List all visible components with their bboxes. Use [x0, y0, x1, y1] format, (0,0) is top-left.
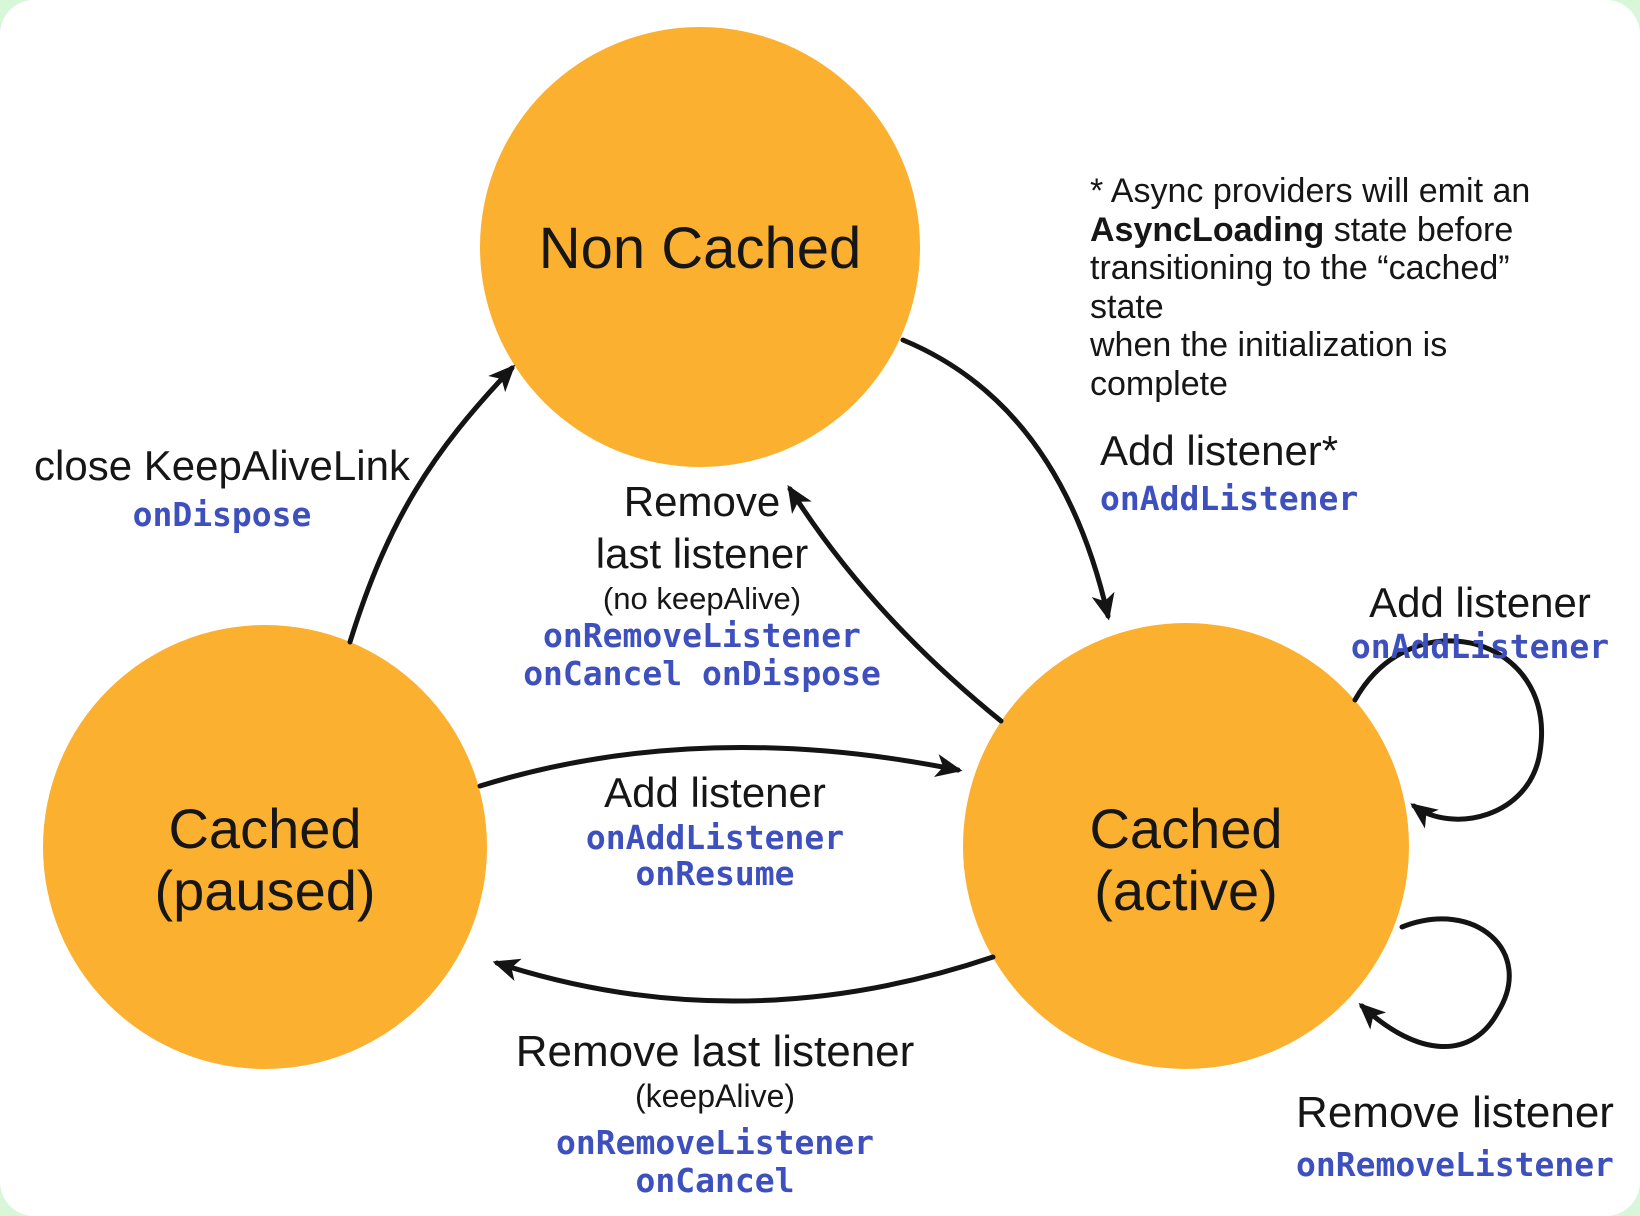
- transition-text: Add listener: [604, 769, 826, 816]
- transition-text: Remove last listener: [515, 1027, 915, 1076]
- transition-code: onRemoveListener: [1296, 1145, 1614, 1184]
- transition-label-close-keepalive: close KeepAliveLink onDispose: [34, 440, 410, 538]
- transition-label-add-listener-star: Add listener* onAddListener: [1100, 422, 1358, 518]
- footnote-bold-term: AsyncLoading: [1090, 210, 1325, 249]
- state-label-line: Cached: [1089, 797, 1283, 860]
- transition-code: onCancel onDispose: [523, 654, 881, 693]
- state-circle-non-cached: [480, 27, 920, 467]
- state-circle-cached-active: [963, 623, 1409, 1069]
- transition-code: onAddListener: [585, 818, 845, 857]
- state-label-non-cached: Non Cached: [538, 216, 862, 281]
- transition-code: onDispose: [132, 495, 312, 534]
- transition-label-add-listener-self: Add listener onAddListener: [1351, 578, 1609, 666]
- transition-code: onCancel: [635, 1161, 795, 1200]
- state-label-line: Cached: [168, 797, 362, 860]
- state-label-line: (active): [1094, 859, 1278, 922]
- state-label-cached-paused: Cached (paused): [154, 798, 375, 922]
- transition-label-remove-listener-self: Remove listener onRemoveListener: [1296, 1088, 1614, 1184]
- transition-text: last listener: [595, 530, 809, 577]
- state-label-cached-active: Cached (active): [1089, 798, 1282, 922]
- transition-text: close KeepAliveLink: [34, 442, 410, 489]
- arrow-self-loop-remove-listener: [1358, 916, 1512, 1049]
- state-circle-cached-paused: [43, 625, 487, 1069]
- footnote-line: when the initialization is complete: [1090, 326, 1448, 403]
- transition-label-remove-last-no-keepalive: Remove last listener (no keepAlive) onRe…: [523, 476, 881, 693]
- transition-text: Add listener*: [1100, 427, 1339, 474]
- transition-code: onResume: [635, 854, 795, 893]
- arrow-paused-to-non-cached: [347, 364, 516, 645]
- footnote-line: AsyncLoading state before: [1090, 211, 1560, 250]
- transition-code: onRemoveListener: [556, 1123, 874, 1162]
- transition-qualifier: (keepAlive): [634, 1078, 796, 1114]
- transition-code: onAddListener: [1100, 479, 1359, 518]
- transition-qualifier: (no keepAlive): [602, 581, 802, 616]
- footnote-line-rest: state before: [1324, 210, 1514, 249]
- transition-code: onRemoveListener: [543, 616, 861, 655]
- transition-text: Add listener: [1369, 579, 1591, 626]
- transition-label-add-listener-resume: Add listener onAddListener onResume: [586, 768, 844, 892]
- arrow-paused-to-active: [477, 744, 963, 789]
- arrow-non-cached-to-active: [900, 337, 1115, 621]
- transition-code: onAddListener: [1350, 627, 1610, 666]
- transition-text: Remove listener: [1296, 1088, 1614, 1137]
- footnote-line: transitioning to the “cached” state: [1090, 249, 1510, 326]
- state-label-line: (paused): [154, 859, 376, 922]
- arrow-active-to-non-cached: [787, 485, 1004, 724]
- footnote-line: * Async providers will emit an: [1090, 172, 1531, 210]
- transition-label-remove-last-keepalive: Remove last listener (keepAlive) onRemov…: [516, 1026, 915, 1200]
- async-footnote: * Async providers will emit an AsyncLoad…: [1090, 172, 1560, 403]
- transition-text: Remove: [623, 478, 781, 525]
- arrow-active-to-paused: [492, 954, 996, 1004]
- arrow-self-loop-add-listener: [1352, 638, 1544, 829]
